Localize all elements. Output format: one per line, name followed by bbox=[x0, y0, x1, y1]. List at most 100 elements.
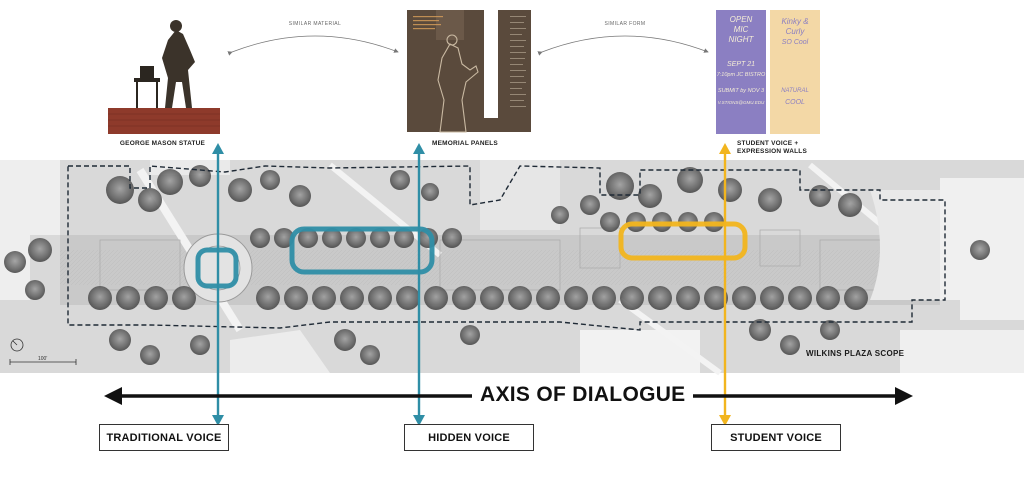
tree bbox=[970, 240, 990, 260]
tree bbox=[600, 212, 620, 232]
tree bbox=[780, 335, 800, 355]
tree bbox=[370, 228, 390, 248]
poster-right-line-3: SO Cool bbox=[782, 39, 809, 46]
wilkins-plaza-scope-label: WILKINS PLAZA SCOPE bbox=[806, 349, 905, 358]
tree bbox=[749, 319, 771, 341]
walls-caption-line-1: STUDENT VOICE + bbox=[737, 140, 799, 147]
tree bbox=[508, 286, 532, 310]
student-walls-image bbox=[716, 10, 820, 134]
tree bbox=[390, 170, 410, 190]
tree bbox=[4, 251, 26, 273]
tree bbox=[838, 193, 862, 217]
tree bbox=[312, 286, 336, 310]
tree bbox=[394, 228, 414, 248]
student-connector bbox=[719, 143, 731, 426]
tree bbox=[322, 228, 342, 248]
poster-left-line-1: OPEN bbox=[730, 15, 753, 24]
tree bbox=[718, 178, 742, 202]
tree bbox=[260, 170, 280, 190]
hidden-highlight bbox=[289, 226, 435, 275]
tree bbox=[638, 184, 662, 208]
traditional-connector bbox=[212, 143, 224, 426]
similar-material-label: SIMILAR MATERIAL bbox=[288, 21, 342, 27]
tree bbox=[284, 286, 308, 310]
poster-left-line-7: V.STIONS@GMU.EDU bbox=[718, 100, 765, 105]
tree bbox=[480, 286, 504, 310]
scale-label: 100' bbox=[38, 356, 48, 362]
poster-right-line-1: Kinky & bbox=[781, 17, 808, 26]
poster-left-line-5: 7:10pm JC BISTRO bbox=[717, 72, 766, 78]
tree bbox=[760, 286, 784, 310]
poster-right-line-2: Curly bbox=[786, 27, 806, 36]
plaza-scope-outline bbox=[67, 165, 946, 331]
tree bbox=[274, 228, 294, 248]
tree bbox=[368, 286, 392, 310]
tree bbox=[820, 320, 840, 340]
tree bbox=[788, 286, 812, 310]
memorial-panels-image bbox=[407, 10, 531, 133]
poster-text: OPEN MIC NIGHT SEPT 21 7:10pm JC BISTRO … bbox=[717, 15, 809, 106]
tree bbox=[172, 286, 196, 310]
tree bbox=[421, 183, 439, 201]
tree bbox=[844, 286, 868, 310]
poster-right-line-5: COOL bbox=[785, 99, 805, 106]
tree bbox=[758, 188, 782, 212]
tree bbox=[28, 238, 52, 262]
walls-caption-line-2: EXPRESSION WALLS bbox=[737, 148, 808, 155]
poster-left-line-4: SEPT 21 bbox=[727, 61, 755, 68]
tree bbox=[606, 172, 634, 200]
poster-left-line-2: MIC bbox=[734, 25, 749, 34]
tree bbox=[564, 286, 588, 310]
tree bbox=[704, 286, 728, 310]
poster-right-line-4: NATURAL bbox=[781, 88, 809, 94]
hidden-connector bbox=[413, 143, 425, 426]
tree bbox=[677, 167, 703, 193]
tree bbox=[289, 185, 311, 207]
tree bbox=[250, 228, 270, 248]
tree bbox=[809, 185, 831, 207]
tree bbox=[732, 286, 756, 310]
george-mason-statue-image bbox=[108, 20, 220, 134]
axis-of-dialogue-title: AXIS OF DIALOGUE bbox=[472, 383, 694, 407]
tree bbox=[88, 286, 112, 310]
tree-canopy bbox=[4, 165, 990, 365]
tree bbox=[346, 228, 366, 248]
traditional-voice-box: TRADITIONAL VOICE bbox=[99, 424, 229, 451]
tree bbox=[189, 165, 211, 187]
similar-form-label: SIMILAR FORM bbox=[604, 21, 646, 27]
tree bbox=[256, 286, 280, 310]
poster-left-line-3: NIGHT bbox=[729, 35, 755, 44]
tree bbox=[140, 345, 160, 365]
similar-material-arc bbox=[227, 35, 399, 56]
tree bbox=[138, 188, 162, 212]
tree bbox=[536, 286, 560, 310]
statue-caption: GEORGE MASON STATUE bbox=[119, 140, 206, 147]
tree bbox=[106, 176, 134, 204]
tree bbox=[298, 228, 318, 248]
student-highlight bbox=[618, 221, 748, 261]
tree bbox=[424, 286, 448, 310]
tree bbox=[109, 329, 131, 351]
tree bbox=[228, 178, 252, 202]
tree bbox=[676, 286, 700, 310]
tree bbox=[116, 286, 140, 310]
tree bbox=[580, 195, 600, 215]
tree bbox=[340, 286, 364, 310]
tree bbox=[816, 286, 840, 310]
student-voice-box: STUDENT VOICE bbox=[711, 424, 841, 451]
scale-bar bbox=[9, 359, 77, 365]
north-arrow bbox=[10, 338, 24, 352]
tree bbox=[592, 286, 616, 310]
tree bbox=[334, 329, 356, 351]
tree bbox=[190, 335, 210, 355]
similar-form-arc bbox=[537, 35, 709, 56]
tree bbox=[360, 345, 380, 365]
tree bbox=[460, 325, 480, 345]
tree bbox=[442, 228, 462, 248]
tree bbox=[157, 169, 183, 195]
hidden-voice-box: HIDDEN VOICE bbox=[404, 424, 534, 451]
poster-left-line-6: SUBMIT by NOV 3 bbox=[718, 88, 765, 94]
tree bbox=[25, 280, 45, 300]
